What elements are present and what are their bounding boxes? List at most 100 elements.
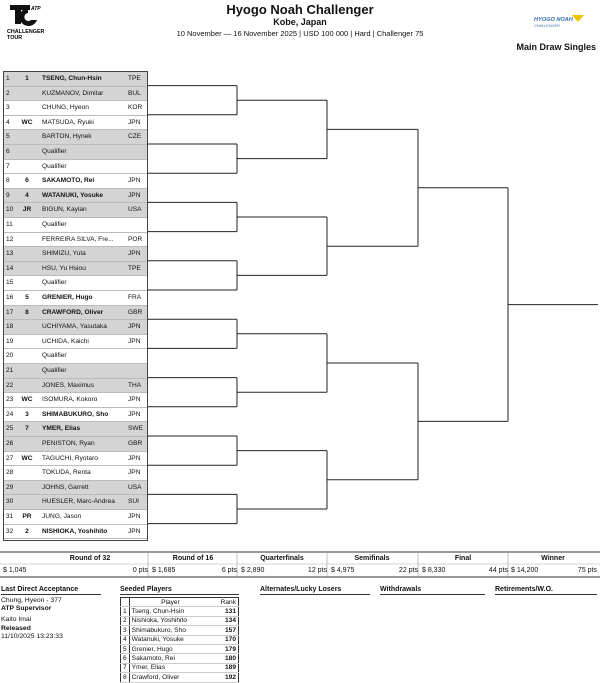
- player-name: GRENIER, Hugo: [42, 294, 93, 301]
- player-name: Qualifier: [42, 221, 67, 228]
- round-prize-money: $ 14,200: [511, 567, 539, 574]
- player-name: UCHIYAMA, Yasutaka: [42, 323, 107, 331]
- player-country: SUI: [128, 498, 139, 506]
- tournament-title: Hyogo Noah Challenger: [226, 2, 374, 17]
- player-country: USA: [128, 206, 142, 214]
- seed-or-entry-tag: 8: [25, 308, 29, 316]
- atp-challenger-logo: ATP CHALLENGER TOUR: [6, 2, 52, 42]
- player-name: SAKAMOTO, Rei: [42, 177, 95, 185]
- player-country: JPN: [128, 177, 141, 185]
- draw-position: 6: [6, 148, 10, 155]
- player-name: CHUNG, Hyeon: [42, 104, 89, 112]
- svg-text:CHALLENGER: CHALLENGER: [534, 24, 560, 28]
- round-label: Final: [454, 555, 472, 562]
- player-country: CZE: [128, 133, 142, 141]
- seed-or-entry-tag: 3: [25, 410, 29, 418]
- seeded-header-row: Player Rank: [120, 597, 239, 608]
- round-prize-money: $ 4,975: [331, 567, 355, 574]
- seed-player-name: Nishioka, Yoshihito: [129, 616, 212, 627]
- seed-or-entry-tag: 2: [25, 527, 29, 535]
- seed-player-name: Sakamoto, Rei: [129, 653, 212, 664]
- draw-row: 6 Qualifier: [4, 145, 147, 160]
- draw-position: 20: [6, 352, 14, 360]
- player-country: JPN: [128, 513, 141, 520]
- player-name: WATANUKI, Yosuke: [42, 191, 104, 199]
- seed-player-name: Tseng, Chun-Hsin: [129, 606, 212, 617]
- player-name: Qualifier: [42, 367, 67, 374]
- draw-position: 19: [6, 337, 14, 345]
- player-country: JPN: [128, 410, 141, 418]
- player-country: JPN: [128, 323, 141, 331]
- draw-position: 23: [6, 396, 14, 404]
- draw-position: 11: [6, 221, 13, 228]
- player-name: UCHIDA, Kaichi: [42, 337, 89, 345]
- seed-or-entry-tag: 5: [25, 294, 29, 301]
- player-country: FRA: [128, 294, 142, 301]
- seed-rank: 131: [211, 606, 239, 617]
- player-name: YMER, Elias: [42, 425, 81, 433]
- player-name: SHIMIZU, Yuta: [42, 250, 86, 258]
- draw-position: 31: [6, 513, 14, 520]
- draw-position: 8: [6, 177, 10, 185]
- round-prize-money: $ 1,045: [3, 567, 27, 574]
- round-points: 0 pts: [132, 567, 148, 574]
- svg-text:HYOGO NOAH: HYOGO NOAH: [534, 17, 574, 23]
- seed-number: 5: [120, 644, 130, 655]
- player-name: TOKUDA, Renta: [42, 469, 91, 477]
- seed-player-name: Watanuki, Yosuke: [129, 635, 212, 645]
- player-country: SWE: [128, 425, 144, 433]
- seed-number: 6: [120, 653, 130, 664]
- round-label: Semifinals: [354, 555, 390, 562]
- draw-position: 25: [6, 425, 14, 433]
- player-name: HUESLER, Marc-Andrea: [42, 498, 115, 506]
- seed-player-name: Ymer, Elias: [129, 663, 212, 674]
- draw-position: 15: [6, 279, 14, 287]
- player-country: KOR: [128, 104, 143, 112]
- seed-player-name: Shimabukuro, Sho: [129, 625, 212, 636]
- player-name: Qualifier: [42, 148, 67, 155]
- player-name: JUNG, Jason: [42, 513, 82, 520]
- seed-rank: 180: [211, 653, 239, 664]
- draw-position: 3: [6, 104, 10, 112]
- player-name: Qualifier: [42, 352, 67, 360]
- player-name: FERREIRA SILVA, Fre...: [42, 235, 114, 243]
- round-label: Round of 16: [172, 555, 214, 562]
- released-heading: Released: [1, 625, 31, 632]
- draw-row: 25 7 YMER, Elias SWE: [4, 422, 147, 437]
- player-name: BIGUN, Kaylan: [42, 206, 87, 214]
- player-country: TPE: [128, 75, 141, 82]
- retirements-heading: Retirements/W.O.: [495, 586, 597, 595]
- draw-position: 29: [6, 483, 14, 491]
- draw-position: 9: [6, 191, 10, 199]
- round-points: 22 pts: [398, 567, 418, 574]
- player-country: THA: [128, 381, 142, 389]
- player-country: JPN: [128, 396, 141, 404]
- seed-number: 3: [120, 625, 130, 636]
- round-label: Quarterfinals: [260, 555, 304, 562]
- round-prize-money: $ 2,890: [241, 567, 265, 574]
- seed-or-entry-tag: 7: [25, 425, 29, 433]
- round-prize-money: $ 8,330: [422, 567, 446, 574]
- draw-row: 20 Qualifier: [4, 349, 147, 364]
- draw-position: 2: [6, 89, 10, 97]
- seed-player-name: Crawford, Oliver: [129, 672, 212, 683]
- seed-or-entry-tag: 6: [25, 177, 29, 185]
- seed-or-entry-tag: PR: [22, 513, 32, 520]
- player-name: BARTON, Hynek: [42, 133, 92, 141]
- player-name: KUZMANOV, Dimitar: [42, 89, 104, 97]
- svg-text:ATP: ATP: [30, 6, 41, 12]
- player-name: JOHNS, Garrett: [42, 483, 89, 491]
